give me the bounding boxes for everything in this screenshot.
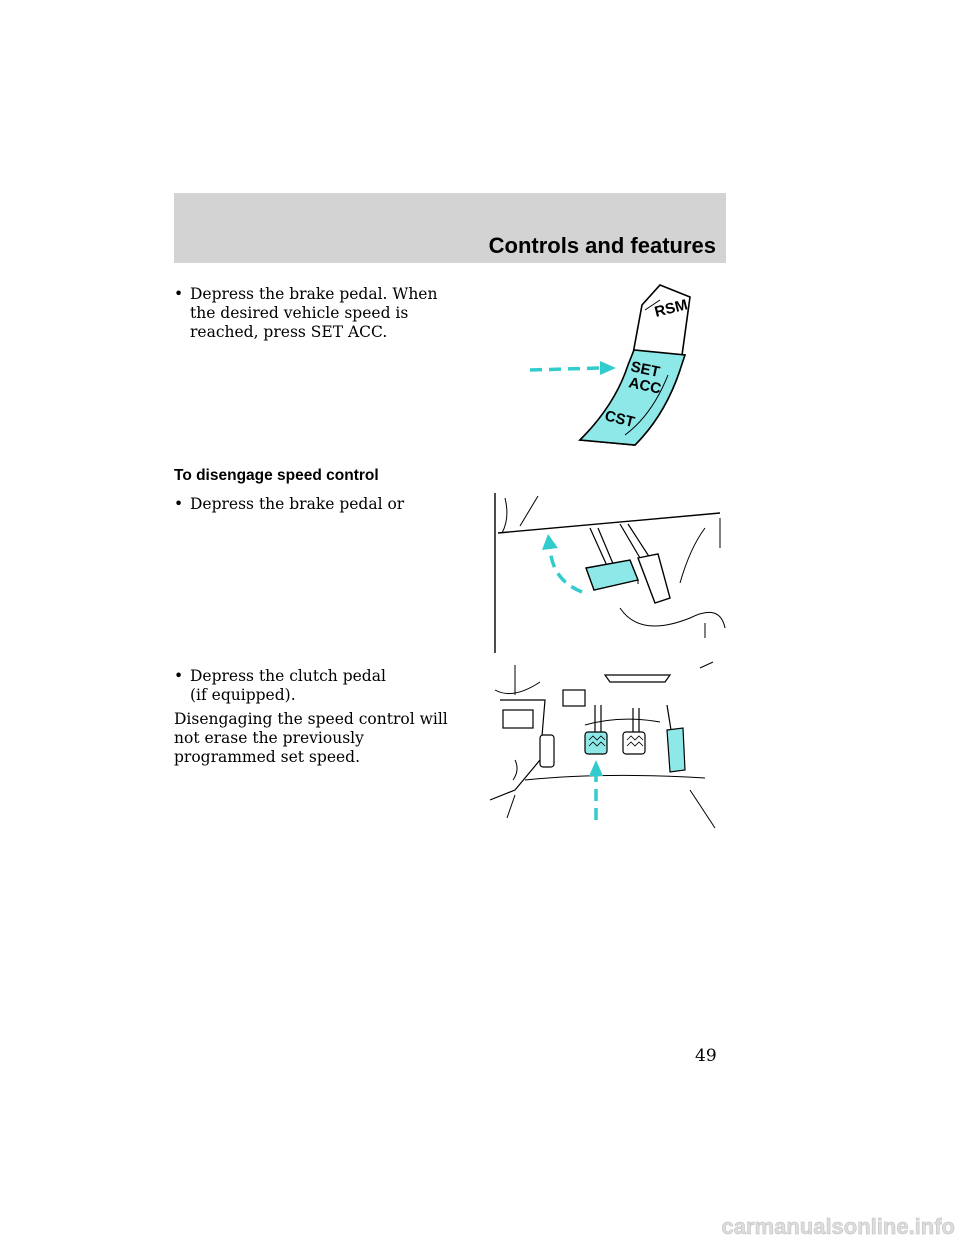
switch-label-set: SET xyxy=(629,358,661,381)
bullet-text: Depress the clutch pedal (if equipped). xyxy=(190,667,386,704)
arrow-head-icon xyxy=(600,361,616,375)
section-title: Controls and features xyxy=(488,233,716,258)
dashed-arrow-shaft xyxy=(529,366,601,372)
arrow-head-icon xyxy=(542,534,558,550)
arrow-head-icon xyxy=(589,760,603,776)
speed-control-switch-figure: RSM SET ACC CST xyxy=(529,284,691,446)
disengage-note: Disengaging the speed control will not e… xyxy=(174,710,448,766)
clutch-pedal-figure xyxy=(489,661,716,829)
switch-label-cst: CST xyxy=(603,407,636,431)
switch-label-acc: ACC xyxy=(627,374,662,397)
page-number: 49 xyxy=(695,1046,717,1066)
step-text: Depress the brake pedal. When the desire… xyxy=(190,285,438,341)
bullet-dot: • xyxy=(174,285,184,303)
watermark-text: carmanualsonline.info xyxy=(722,1214,956,1239)
bullet-text: Depress the brake pedal or xyxy=(190,495,405,513)
step-bullet: • Depress the brake pedal. When the desi… xyxy=(174,285,464,342)
disengage-bullet-brake: • Depress the brake pedal or xyxy=(174,495,464,514)
dashed-arrow-curve xyxy=(548,547,583,594)
disengage-heading: To disengage speed control xyxy=(174,467,379,484)
brake-pedal-figure xyxy=(494,493,726,653)
bullet-dot: • xyxy=(174,667,184,685)
bullet-dot: • xyxy=(174,495,184,513)
footer-watermark: carmanualsonline.info xyxy=(721,1214,956,1240)
header-band: Controls and features xyxy=(174,193,726,263)
disengage-bullet-clutch: • Depress the clutch pedal (if equipped)… xyxy=(174,667,464,705)
